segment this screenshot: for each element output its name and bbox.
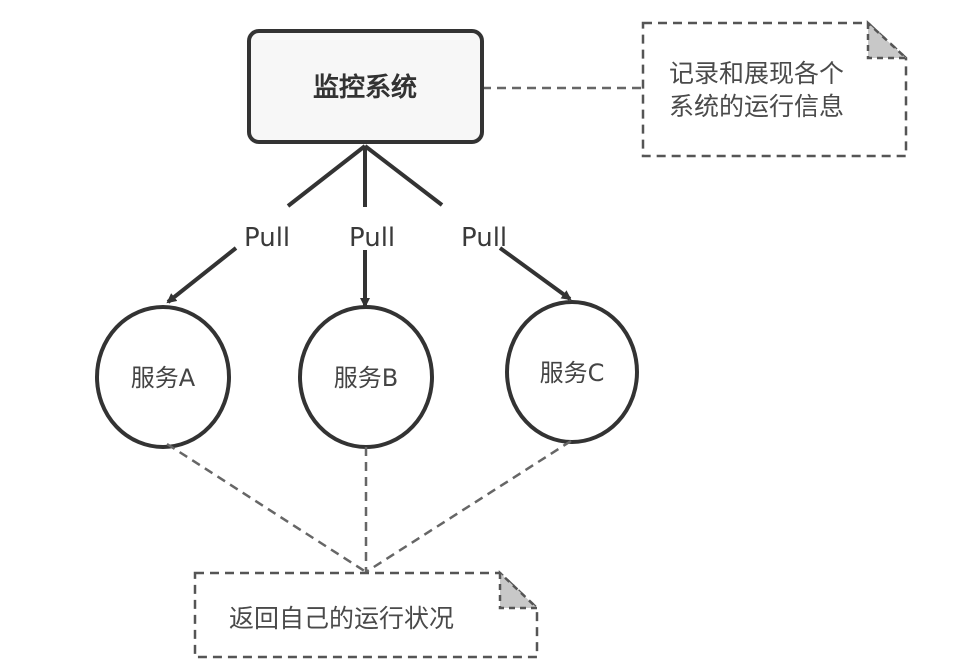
service-b-label: 服务B (334, 364, 398, 392)
service-a-circle (95, 305, 231, 449)
top-note-line-1: 记录和展现各个 (669, 59, 844, 88)
pull-edge-a-upper (286, 144, 367, 208)
pull-edge-c-label: Pull (461, 223, 507, 253)
top-note-outline (641, 21, 908, 158)
top-note-line-2: 系统的运行信息 (669, 92, 844, 121)
pull-edge-c-upper (363, 144, 444, 207)
bottom-note-outline (193, 571, 539, 659)
pull-edge-b: Pull (349, 146, 395, 308)
bottom-note-label: 返回自己的运行状况 (229, 604, 454, 633)
pull-edge-a-lower (166, 246, 238, 304)
service-a-label: 服务A (131, 364, 196, 392)
monitor-system-box (247, 29, 484, 144)
service-b-node[interactable]: 服务B (298, 305, 434, 449)
pull-edge-b-label: Pull (349, 223, 395, 253)
pull-edge-c: Pull (363, 144, 572, 301)
monitor-system-label: 监控系统 (313, 72, 417, 103)
top-note-fold-icon (866, 20, 910, 60)
service-c-label: 服务C (540, 359, 605, 387)
monitor-system-node[interactable]: 监控系统 (247, 29, 484, 144)
pull-edge-a: Pull (166, 144, 367, 304)
service-c-node[interactable]: 服务C (505, 300, 639, 444)
service-c-circle (505, 300, 639, 444)
pull-edge-a-label: Pull (244, 223, 290, 253)
top-note: 记录和展现各个 系统的运行信息 (641, 20, 910, 158)
service-c-to-bottom-note-connector (365, 439, 572, 574)
bottom-note: 返回自己的运行状况 (193, 570, 541, 659)
service-a-node[interactable]: 服务A (95, 305, 231, 449)
service-a-to-bottom-note-connector (166, 442, 367, 574)
bottom-note-fold-icon (498, 570, 541, 610)
pull-edge-c-lower (498, 246, 572, 301)
